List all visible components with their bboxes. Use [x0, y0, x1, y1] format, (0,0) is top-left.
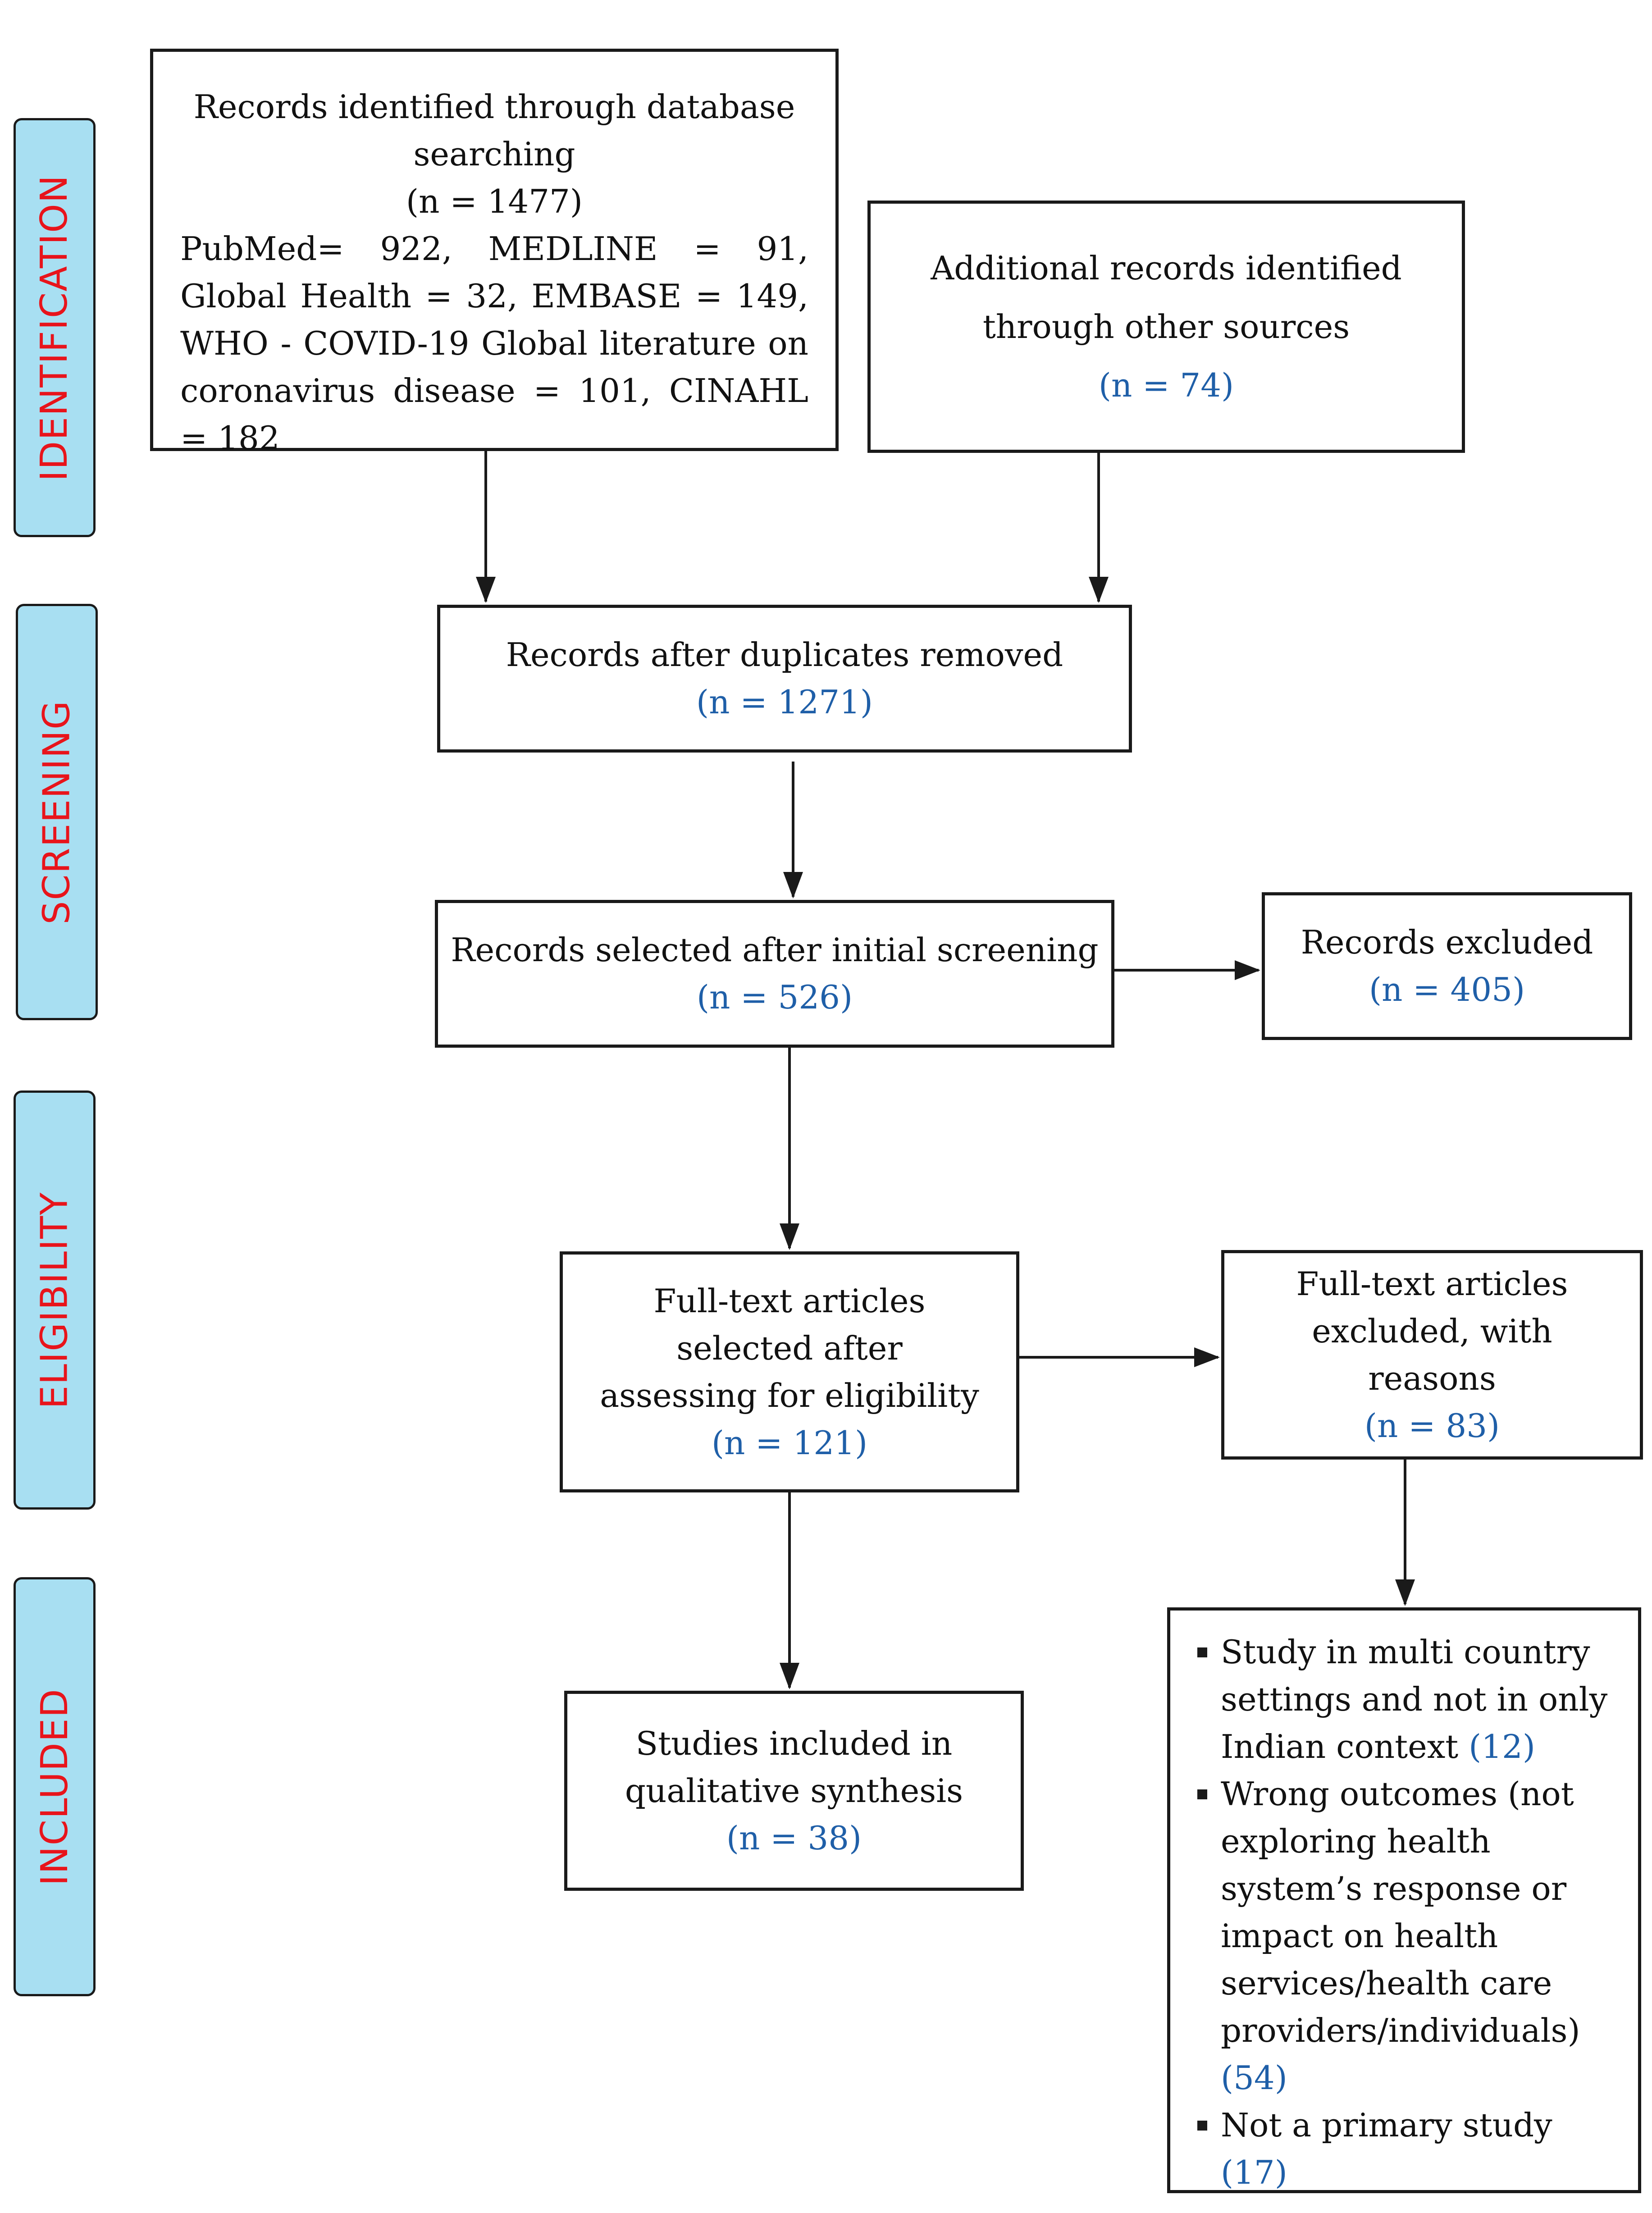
exclusion-reason-count: (17) [1221, 2154, 1287, 2191]
other-sources-box: Additional records identified through ot… [867, 201, 1465, 453]
arrowhead-duplicates [783, 872, 803, 899]
full-text-excluded-box: Full-text articles excluded, with reason… [1221, 1250, 1643, 1460]
exclusion-reason-text: Study in multi country settings and not … [1221, 1633, 1608, 1766]
exclusion-reason-text: Wrong outcomes (not exploring health sys… [1221, 1775, 1580, 2049]
database-records-title-1: Records identified through database [193, 88, 795, 126]
exclusion-reason-item: Study in multi country settings and not … [1197, 1629, 1615, 1770]
database-records-count: (n = 1477) [406, 183, 583, 220]
exclusion-reason-text: Not a primary study [1221, 2106, 1552, 2144]
arrowhead-fulltext [780, 1223, 799, 1250]
database-records-title-2: searching [413, 135, 575, 173]
initial-screening-box: Records selected after initial screening… [435, 900, 1114, 1048]
records-excluded-count: (n = 405) [1369, 971, 1525, 1008]
records-excluded-title: Records excluded [1301, 923, 1593, 961]
database-sources-breakdown: PubMed= 922, MEDLINE = 91, Global Health… [180, 230, 808, 457]
full-text-excluded-title: Full-text articles excluded, with reason… [1296, 1264, 1568, 1397]
bullet-icon [1197, 1789, 1207, 1799]
arrowhead-other [1089, 577, 1109, 603]
arrowhead-included [780, 1663, 799, 1689]
stage-tab-eligibility: ELIGIBILITY [14, 1091, 96, 1510]
arrowhead-database [476, 577, 496, 603]
exclusion-reason-count: (12) [1469, 1728, 1535, 1766]
duplicates-removed-box: Records after duplicates removed (n = 12… [437, 605, 1132, 753]
other-sources-count: (n = 74) [1098, 366, 1234, 404]
exclusion-reason-count: (54) [1221, 2059, 1287, 2097]
studies-included-title: Studies included in qualitative synthesi… [625, 1724, 963, 1810]
database-records-box: Records identified through database sear… [150, 49, 839, 457]
initial-screening-title: Records selected after initial screening [451, 931, 1099, 969]
arrowhead-reasons [1395, 1579, 1415, 1606]
full-text-selected-title: Full-text articles selected after assess… [600, 1282, 979, 1414]
studies-included-box: Studies included in qualitative synthesi… [564, 1691, 1024, 1891]
exclusion-reasons-box: Study in multi country settings and not … [1167, 1607, 1641, 2193]
stage-tab-screening: SCREENING [16, 604, 98, 1020]
stage-tab-identification: IDENTIFICATION [14, 118, 96, 537]
stage-tab-included: INCLUDED [14, 1577, 96, 1996]
arrowhead-fulltext-excluded [1194, 1347, 1220, 1367]
full-text-excluded-count: (n = 83) [1364, 1406, 1500, 1445]
full-text-selected-box: Full-text articles selected after assess… [560, 1251, 1019, 1492]
initial-screening-count: (n = 526) [696, 978, 853, 1016]
bullet-icon [1197, 1647, 1207, 1657]
full-text-selected-count: (n = 121) [711, 1424, 868, 1462]
bullet-icon [1197, 2121, 1207, 2131]
duplicates-removed-count: (n = 1271) [696, 683, 873, 721]
duplicates-removed-title: Records after duplicates removed [506, 636, 1063, 674]
exclusion-reason-item: Not a primary study (17) [1197, 2102, 1615, 2196]
other-sources-title: Additional records identified through ot… [931, 249, 1402, 346]
exclusion-reason-item: Wrong outcomes (not exploring health sys… [1197, 1770, 1615, 2102]
arrowhead-excluded [1235, 960, 1260, 980]
records-excluded-box: Records excluded (n = 405) [1262, 892, 1632, 1040]
studies-included-count: (n = 38) [726, 1819, 862, 1857]
